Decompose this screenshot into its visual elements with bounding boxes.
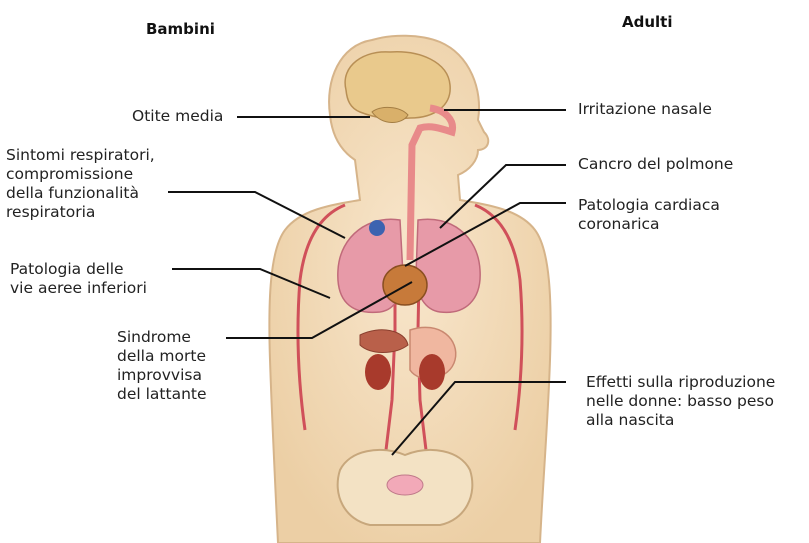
label-otite-media: Otite media [132,107,223,126]
label-sintomi-respiratori: Sintomi respiratori, compromissione dell… [6,146,155,222]
left-kidney [365,354,391,390]
label-patologia-vie-aeree: Patologia delle vie aeree inferiori [10,260,147,298]
header-bambini: Bambini [146,20,215,38]
right-kidney [419,354,445,390]
label-irritazione-nasale: Irritazione nasale [578,100,712,119]
label-cancro-polmone: Cancro del polmone [578,155,733,174]
header-adulti: Adulti [622,13,672,31]
blue-vessel [369,220,385,236]
label-sindrome-morte: Sindrome della morte improvvisa del latt… [117,328,207,404]
label-effetti-riproduzione: Effetti sulla riproduzione nelle donne: … [586,373,775,430]
uterus [387,475,423,495]
label-patologia-cardiaca: Patologia cardiaca coronarica [578,196,720,234]
